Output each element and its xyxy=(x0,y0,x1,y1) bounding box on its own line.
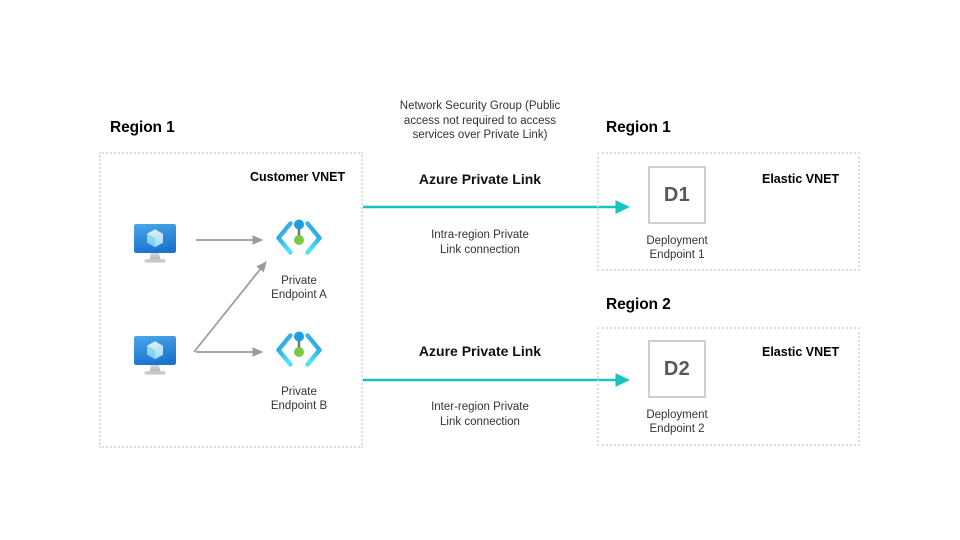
caption-line-2: Endpoint 2 xyxy=(649,423,705,435)
virtual-machine-icon xyxy=(131,332,179,385)
customer-vnet-container xyxy=(99,152,363,448)
caption-line-1: Deployment xyxy=(646,235,708,247)
inter-region-link-caption: Inter-region Private Link connection xyxy=(390,400,570,429)
elastic-vnet-label-region-1: Elastic VNET xyxy=(762,172,840,186)
intra-region-link-caption: Intra-region Private Link connection xyxy=(390,228,570,257)
link-sub-line-1: Intra-region Private xyxy=(431,229,529,241)
private-endpoint-icon xyxy=(272,214,326,267)
caption-line-1: Private xyxy=(281,275,317,287)
network-security-group-note: Network Security Group (Public access no… xyxy=(390,99,570,143)
caption-line-2: Endpoint 1 xyxy=(649,249,705,261)
deployment-endpoint-1-box: D1 xyxy=(648,166,706,224)
elastic-vnet-label-region-2: Elastic VNET xyxy=(762,345,840,359)
customer-vnet-label: Customer VNET xyxy=(250,170,346,184)
nsg-note-line-1: Network Security Group (Public xyxy=(399,100,561,112)
deployment-endpoint-1-caption: Deployment Endpoint 1 xyxy=(627,234,727,262)
elastic-vnet-container-region-1 xyxy=(597,152,860,271)
nsg-note-line-2: access not required to access xyxy=(403,114,557,127)
virtual-machine-icon xyxy=(131,220,179,273)
link-sub-line-2: Link connection xyxy=(440,243,520,256)
private-endpoint-icon xyxy=(272,326,326,379)
azure-private-link-title-inter: Azure Private Link xyxy=(418,343,542,359)
private-endpoint-b-caption: Private Endpoint B xyxy=(249,385,349,413)
link-sub-line-1: Inter-region Private xyxy=(431,401,529,413)
left-region-title: Region 1 xyxy=(110,119,175,136)
deployment-endpoint-2-caption: Deployment Endpoint 2 xyxy=(627,408,727,436)
link-sub-line-2: Link connection xyxy=(440,415,520,428)
nsg-note-line-3: services over Private Link) xyxy=(412,129,548,141)
elastic-vnet-container-region-2 xyxy=(597,327,860,446)
caption-line-2: Endpoint B xyxy=(270,400,328,412)
caption-line-1: Deployment xyxy=(646,409,708,421)
deployment-endpoint-2-box: D2 xyxy=(648,340,706,398)
private-endpoint-a-caption: Private Endpoint A xyxy=(249,274,349,302)
right-region-2-title: Region 2 xyxy=(606,296,671,313)
caption-line-2: Endpoint A xyxy=(271,289,327,301)
right-region-1-title: Region 1 xyxy=(606,119,671,136)
caption-line-1: Private xyxy=(281,386,317,398)
azure-private-link-title-intra: Azure Private Link xyxy=(418,171,542,187)
